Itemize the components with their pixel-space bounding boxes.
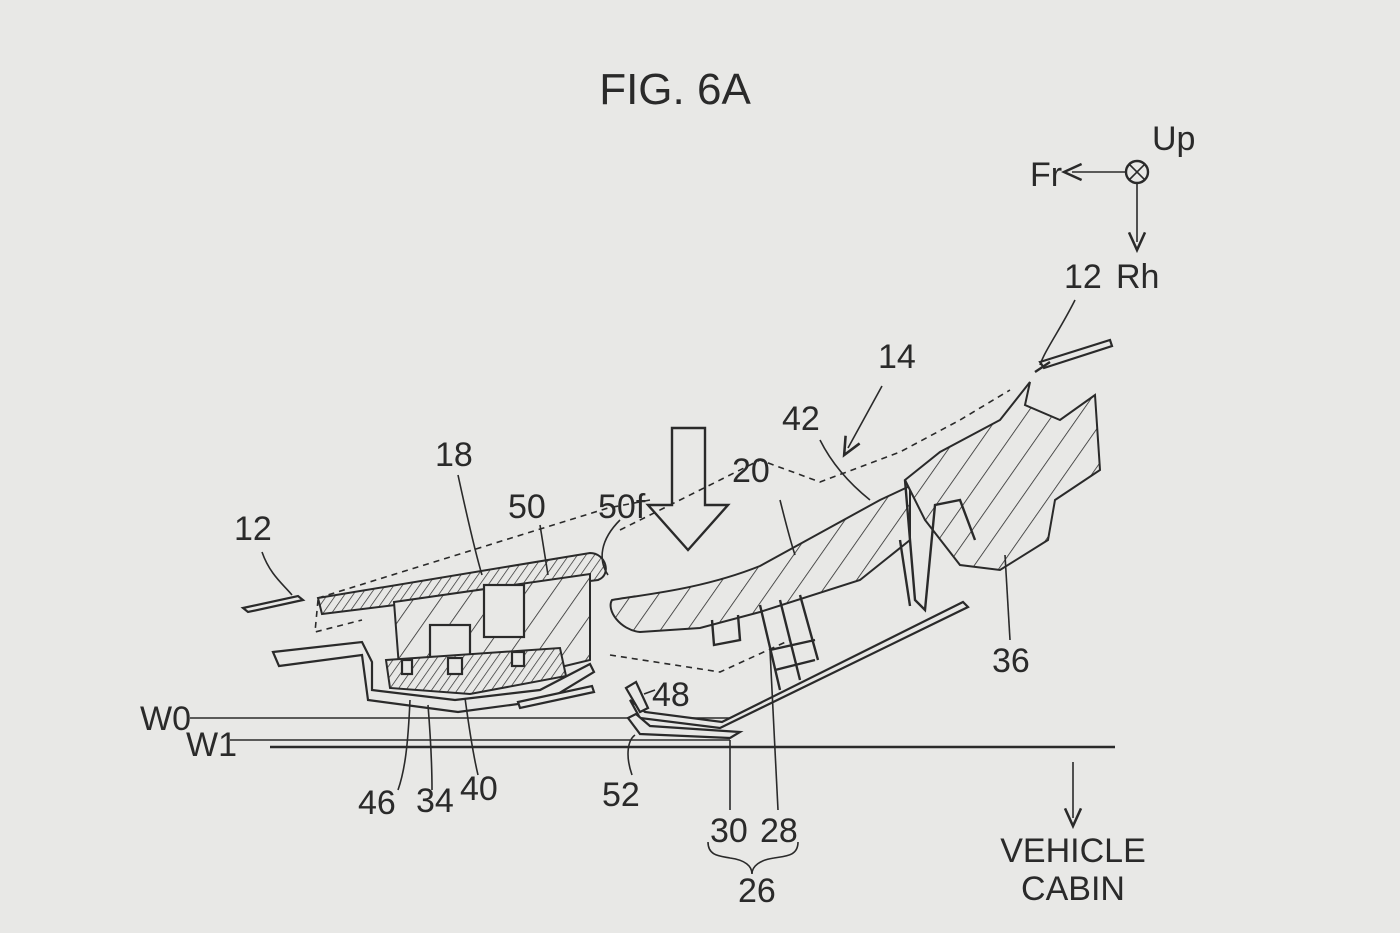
vehicle-cabin-indicator: VEHICLE CABIN [1000,762,1146,908]
member-30 [629,600,970,730]
front-label: Fr [1030,156,1062,194]
ref-28: 28 [760,812,798,850]
panel-12-left [240,594,306,614]
ref-36: 36 [992,642,1030,680]
w1-label: W1 [186,726,237,764]
ref-50f: 50f [598,488,646,526]
ref-20: 20 [732,452,770,490]
leader-lines [261,299,1076,811]
cabin-label-line2: CABIN [1021,870,1125,908]
member-50-block-2 [428,623,472,659]
figure-title: FIG. 6A [599,65,751,114]
brace-26 [707,841,799,875]
housing-plate [271,640,596,714]
orientation-indicator: Up Fr Rh [1030,120,1195,296]
ref-52: 52 [602,776,640,814]
ref-42: 42 [782,400,820,438]
ref-14: 14 [878,338,916,376]
ref-46: 46 [358,784,396,822]
ref-12-right: 12 [1064,258,1102,296]
member-52 [626,712,744,740]
member-20-42 [609,484,911,634]
w0-label: W0 [140,700,191,738]
ref-48: 48 [652,676,690,714]
right-label: Rh [1116,258,1159,296]
bracket-28 [758,594,820,691]
member-36 [903,381,1102,572]
ref-26: 26 [738,872,776,910]
ref-50: 50 [508,488,546,526]
ref-30: 30 [710,812,748,850]
ref-12-left: 12 [234,510,272,548]
outline-left-dashed [314,499,651,634]
member-48 [624,680,650,714]
cabin-label-line1: VEHICLE [1000,832,1146,870]
ref-34: 34 [416,782,454,820]
ref-18: 18 [435,436,473,474]
member-50-block [482,583,526,639]
ref-14-arrow-icon [842,385,883,458]
up-label: Up [1152,120,1195,158]
member-18 [316,551,607,616]
load-arrow-icon [645,426,731,552]
plate-lower-right [516,684,596,710]
ref-40: 40 [460,770,498,808]
